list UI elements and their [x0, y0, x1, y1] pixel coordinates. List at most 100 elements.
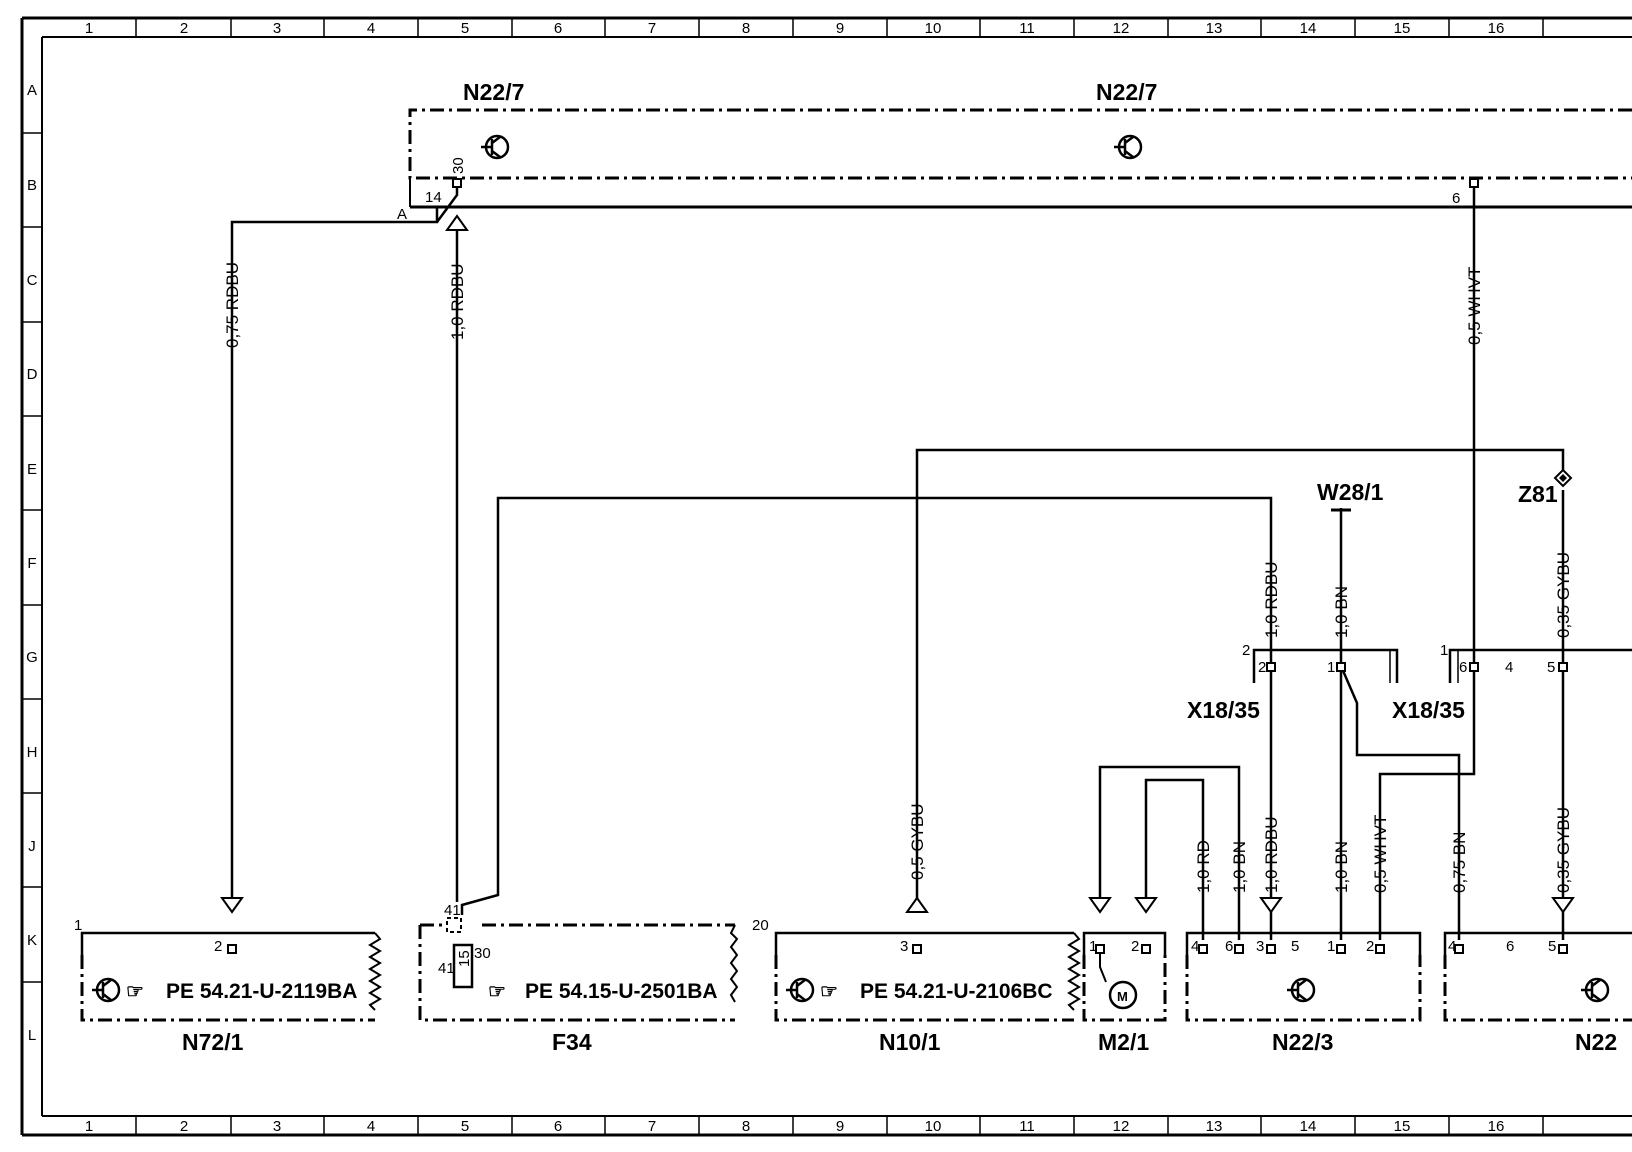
col-label: 16 [1488, 20, 1505, 37]
pin-label: 4 [1505, 659, 1513, 676]
col-label: 2 [180, 20, 188, 37]
pin-label: 3 [900, 938, 908, 955]
z81-connector: Z81 [1518, 468, 1573, 507]
f34-module: 15 41 41 30 ☞ PE 54.15-U-2501BA F34 [418, 902, 739, 1055]
z81-label: Z81 [1518, 481, 1558, 507]
arrows [220, 214, 1575, 914]
col-label: 13 [1206, 20, 1223, 37]
wire-labels: 0,75 RDBU 1,0 RDBU 0,5 WHVT 1,0 RDBU 1,0… [223, 262, 1573, 893]
x18-35-label-right: X18/35 [1392, 697, 1465, 723]
col-label: 14 [1300, 20, 1317, 37]
wires [230, 187, 1565, 940]
wire-label: 0,75 RDBU [223, 262, 242, 348]
col-label: 14 [1300, 1118, 1317, 1135]
col-label: 15 [1394, 1118, 1411, 1135]
col-label: 16 [1488, 1118, 1505, 1135]
m2-1-label: M2/1 [1098, 1029, 1149, 1055]
n72-1-reference: PE 54.21-U-2119BA [166, 980, 357, 1003]
n22-7-label-right: N22/7 [1096, 79, 1157, 105]
col-label: 9 [836, 20, 844, 37]
pin-label: 5 [1291, 938, 1299, 955]
wire-label: 0,75 BN [1450, 832, 1469, 893]
col-label: 2 [180, 1118, 188, 1135]
transistor-icon [1581, 977, 1610, 1003]
pin-label: 1 [1327, 938, 1335, 955]
pin-label: 6 [1225, 938, 1233, 955]
pointing-hand-icon: ☞ [126, 981, 144, 1003]
n22-3-label: N22/3 [1272, 1029, 1333, 1055]
col-label: 11 [1019, 20, 1035, 37]
n22-7-pins: 30 14 A 6 [397, 157, 1479, 223]
col-label: 8 [742, 20, 750, 37]
row-label: F [27, 555, 36, 572]
col-label: 3 [273, 20, 281, 37]
wire-label: 1,0 BN [1332, 841, 1351, 893]
col-label: 12 [1113, 1118, 1130, 1135]
col-label: 15 [1394, 20, 1411, 37]
n22-7-module: N22/7 N22/7 [408, 79, 1632, 209]
n10-1-label: N10/1 [879, 1029, 941, 1055]
pin-label: 4 [1448, 938, 1456, 955]
pin-label: 4 [1191, 938, 1199, 955]
wire-label: 1,0 RD [1194, 840, 1213, 893]
row-labels: A B C D E F G H J K L [26, 82, 38, 1044]
pointing-hand-icon: ☞ [488, 981, 506, 1003]
w28-1-label: W28/1 [1317, 479, 1384, 505]
transistor-icon [481, 134, 510, 160]
wire-label: 1,0 RDBU [448, 263, 467, 340]
n72-1-label: N72/1 [182, 1029, 244, 1055]
pin-label: 2 [214, 938, 222, 955]
col-label: 1 [85, 1118, 93, 1135]
wire-label: 0,35 GYBU [1554, 807, 1573, 893]
col-label: 1 [85, 20, 93, 37]
column-ticks [135, 18, 1544, 1135]
col-label: 6 [554, 20, 562, 37]
pin-label: 3 [1256, 938, 1264, 955]
row-label: A [27, 82, 37, 99]
m2-1-module: 1 2 M M2/1 [1082, 931, 1167, 1055]
row-label: G [26, 649, 38, 666]
row-label: L [28, 1027, 36, 1044]
pin-label: 14 [425, 189, 442, 206]
transistor-icon [92, 977, 121, 1003]
n22-cut-module: 4 6 5 N22 [1443, 931, 1632, 1055]
x18-35-connector-left: 2 2 1 X18/35 [1187, 642, 1399, 723]
column-labels-bottom: 1 2 3 4 5 6 7 8 9 10 11 12 13 14 15 16 [85, 1118, 1505, 1135]
col-label: 4 [367, 1118, 375, 1135]
wire-label: 1,0 RDBU [1262, 816, 1281, 893]
wire-label: 0,5 WHVT [1371, 815, 1390, 893]
pin-label: 30 [474, 945, 491, 962]
col-label: 3 [273, 1118, 281, 1135]
col-label: 8 [742, 1118, 750, 1135]
n22-label: N22 [1575, 1029, 1617, 1055]
pin-label: 6 [1459, 659, 1467, 676]
row-label: H [27, 744, 38, 761]
transistor-icon [1114, 134, 1143, 160]
col-label: 5 [461, 1118, 469, 1135]
row-label: C [27, 272, 38, 289]
transistor-icon [1287, 977, 1316, 1003]
x18-35-connector-right: 1 6 4 5 X18/35 [1392, 642, 1632, 723]
pin-label: 2 [1242, 642, 1250, 659]
column-labels-top: 1 2 3 4 5 6 7 8 9 10 11 12 13 14 15 16 [85, 20, 1505, 37]
pin-label: 6 [1452, 190, 1460, 207]
col-label: 6 [554, 1118, 562, 1135]
pin-label: 1 [1089, 938, 1097, 955]
frame [20, 16, 1632, 1137]
col-label: 5 [461, 20, 469, 37]
motor-icon [1108, 980, 1138, 1010]
wire-label: 1,0 BN [1230, 841, 1249, 893]
row-label: D [27, 366, 38, 383]
pin-label: 1 [1440, 642, 1448, 659]
pin-label: 5 [1548, 938, 1556, 955]
pin-label: 30 [450, 157, 467, 174]
row-ticks [22, 132, 42, 983]
wire-label: 0,5 GYBU [908, 803, 927, 880]
motor-icon: M [1117, 989, 1128, 1004]
n10-1-reference: PE 54.21-U-2106BC [860, 980, 1053, 1003]
pin-label: 1 [1327, 659, 1335, 676]
wire-label: 1,0 BN [1332, 586, 1351, 638]
n22-7-label-left: N22/7 [463, 79, 524, 105]
pointing-hand-icon: ☞ [820, 981, 838, 1003]
